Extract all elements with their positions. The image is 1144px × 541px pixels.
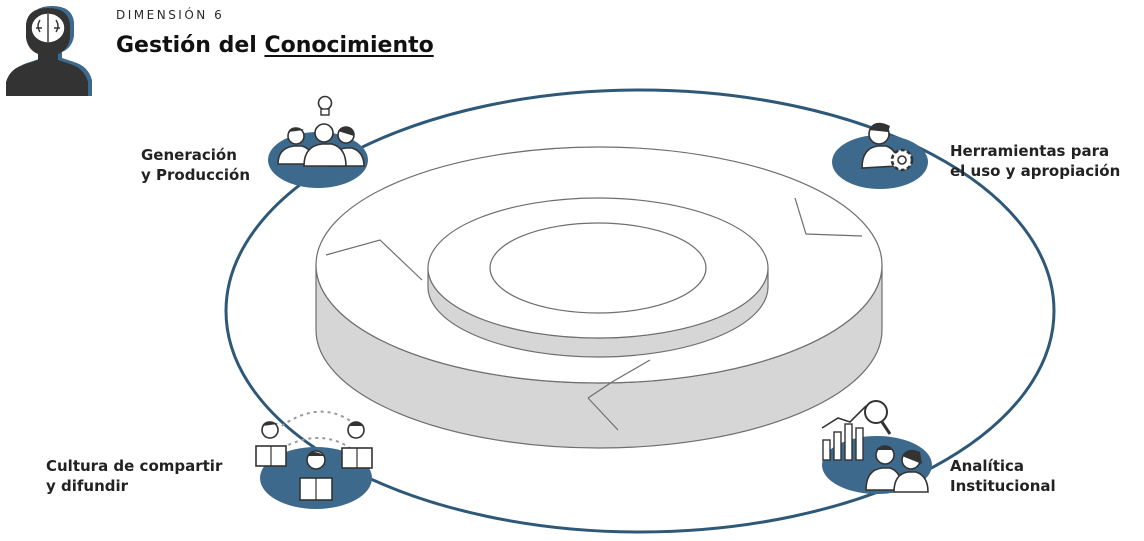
- cultura-icon: [255, 410, 373, 509]
- label-cultura: Cultura de compartir y difundir: [46, 456, 222, 496]
- title-prefix: Gestión del: [116, 33, 265, 58]
- head-brain-icon: [6, 6, 92, 96]
- person-icon: [861, 122, 899, 169]
- label-generacion-line2: y Producción: [141, 166, 251, 184]
- lightbulb-icon: [317, 95, 333, 116]
- label-generacion-line1: Generación: [141, 146, 237, 164]
- gear-icon: [890, 148, 914, 172]
- analitica-icon: [821, 400, 932, 494]
- label-cultura-line1: Cultura de compartir: [46, 457, 223, 475]
- concentric-disc: [315, 146, 883, 449]
- label-analitica: Analítica Institucional: [950, 456, 1056, 496]
- label-herramientas: Herramientas para el uso y apropiación: [950, 141, 1120, 181]
- label-generacion: Generación y Producción: [141, 145, 250, 185]
- label-analitica-line1: Analítica: [950, 457, 1025, 475]
- herramientas-icon: [832, 122, 928, 189]
- people-icon: [865, 445, 929, 493]
- label-cultura-line2: y difundir: [46, 477, 129, 495]
- dotted-arcs: [275, 410, 357, 449]
- magnifier-icon: [864, 400, 892, 435]
- cycle-ring: [224, 88, 1056, 534]
- dimension-label: DIMENSIÓN 6: [116, 8, 225, 22]
- label-analitica-line2: Institucional: [950, 477, 1056, 495]
- label-herramientas-line2: el uso y apropiación: [950, 162, 1121, 180]
- bar-chart-icon: [821, 405, 867, 461]
- page-title: Gestión del Conocimiento: [116, 33, 434, 58]
- label-herramientas-line1: Herramientas para: [950, 142, 1110, 160]
- people-icon: [277, 123, 365, 167]
- title-underlined: Conocimiento: [264, 33, 434, 58]
- people-books-icon: [255, 421, 373, 501]
- generacion-icon: [268, 95, 368, 188]
